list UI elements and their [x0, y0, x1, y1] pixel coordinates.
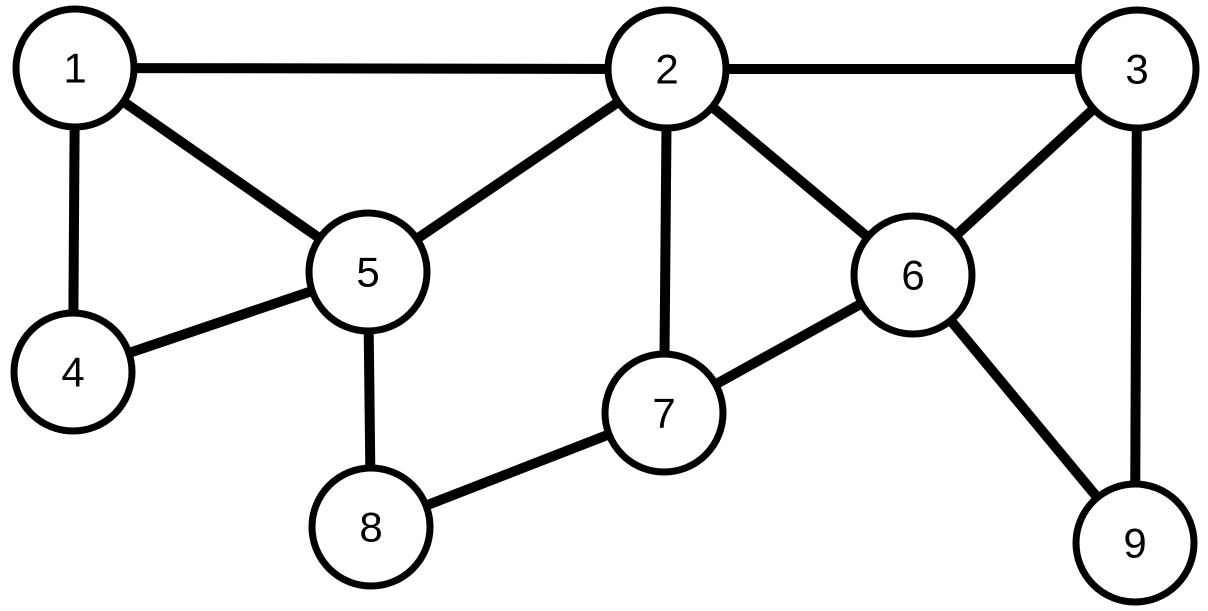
node-circle-4 — [10, 309, 136, 435]
node-label-3: 3 — [1125, 46, 1148, 93]
edge-layer — [68, 63, 1142, 547]
node-7: 7 — [601, 350, 727, 476]
node-label-1: 1 — [63, 45, 86, 92]
node-circle-6 — [850, 212, 976, 338]
node-circle-7 — [601, 350, 727, 476]
node-circle-3 — [1074, 6, 1200, 132]
node-3: 3 — [1074, 6, 1200, 132]
node-6: 6 — [850, 212, 976, 338]
node-layer: 1 2 3 4 5 6 7 8 9 — [10, 5, 1200, 606]
node-label-9: 9 — [1123, 520, 1146, 567]
edge-3-9 — [1130, 68, 1142, 544]
node-label-2: 2 — [655, 46, 678, 93]
node-1: 1 — [12, 5, 138, 131]
node-label-4: 4 — [61, 349, 84, 396]
node-circle-5 — [305, 209, 431, 335]
node-circle-1 — [12, 5, 138, 131]
node-5: 5 — [305, 209, 431, 335]
node-8: 8 — [308, 464, 434, 590]
edge-1-2 — [74, 63, 668, 74]
node-label-6: 6 — [901, 252, 924, 299]
node-label-8: 8 — [359, 504, 382, 551]
node-9: 9 — [1072, 480, 1198, 606]
node-circle-2 — [604, 6, 730, 132]
node-label-7: 7 — [652, 390, 675, 437]
node-circle-8 — [308, 464, 434, 590]
node-label-5: 5 — [356, 249, 379, 296]
node-2: 2 — [604, 6, 730, 132]
node-circle-9 — [1072, 480, 1198, 606]
node-4: 4 — [10, 309, 136, 435]
